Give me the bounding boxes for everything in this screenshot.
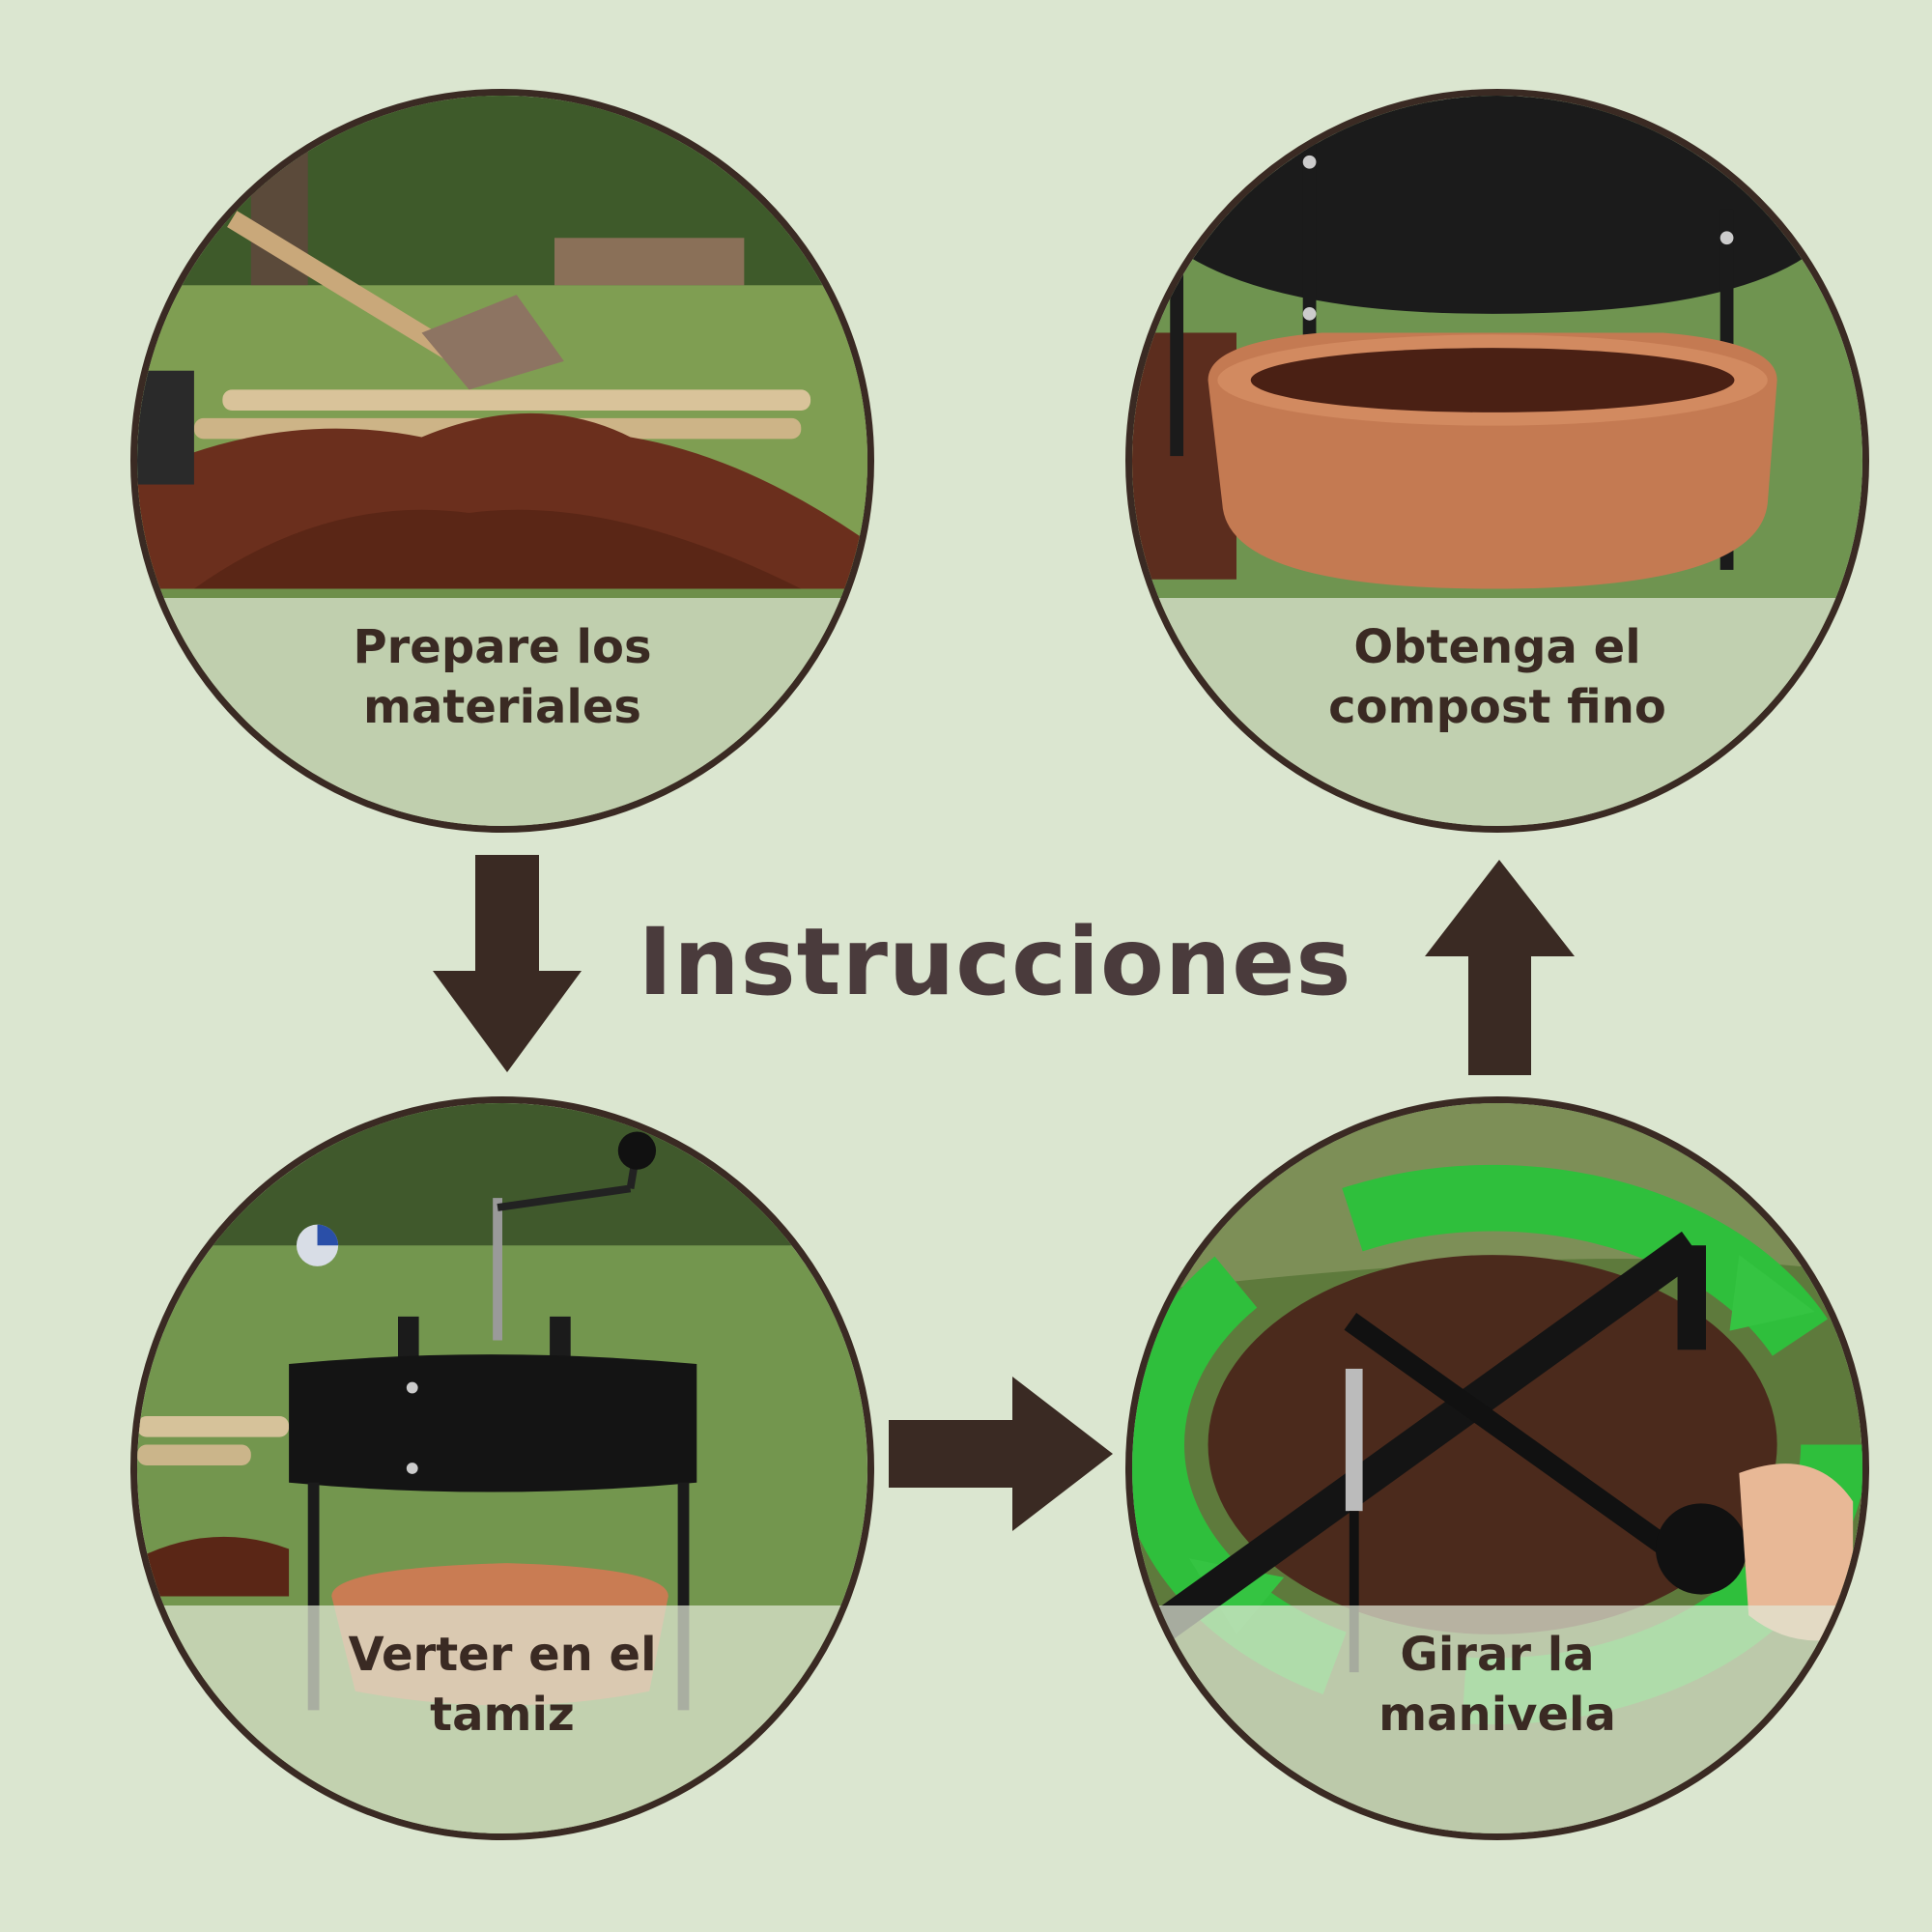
step-4-turn-crank: Girar la manivela	[1125, 1096, 1869, 1840]
caption-band	[1132, 1605, 1862, 1833]
caption-band	[137, 598, 867, 826]
step-3-pour-into-sieve: Verter en el tamiz	[130, 1096, 874, 1840]
page-title: Instrucciones	[638, 908, 1352, 1016]
step-3-caption-line-1: Verter en el	[348, 1628, 657, 1682]
caption-band	[1132, 598, 1862, 826]
step-1-caption-line-1: Prepare los	[353, 620, 652, 674]
step-1-caption: Prepare los materiales	[224, 617, 781, 737]
step-4-caption-line-2: manivela	[1378, 1688, 1616, 1742]
step-2-caption-line-1: Obtenga el	[1353, 620, 1641, 674]
step-4-caption: Girar la manivela	[1219, 1625, 1776, 1745]
step-2-caption-line-2: compost fino	[1328, 680, 1666, 734]
arrow-up-icon	[1425, 860, 1575, 1075]
step-3-caption-line-2: tamiz	[430, 1688, 575, 1742]
step-3-caption: Verter en el tamiz	[224, 1625, 781, 1745]
caption-band	[137, 1605, 867, 1833]
step-4-caption-line-1: Girar la	[1400, 1628, 1595, 1682]
arrow-down-icon	[433, 855, 582, 1072]
step-1-caption-line-2: materiales	[363, 680, 641, 734]
arrow-right-icon	[889, 1377, 1113, 1531]
step-2-fine-compost: Obtenga el compost fino	[1125, 89, 1869, 833]
crank-turning-photo	[1132, 1103, 1862, 1833]
shovel-soil-photo	[137, 96, 867, 826]
step-1-prepare-materials: Prepare los materiales	[130, 89, 874, 833]
step-2-caption: Obtenga el compost fino	[1219, 617, 1776, 737]
